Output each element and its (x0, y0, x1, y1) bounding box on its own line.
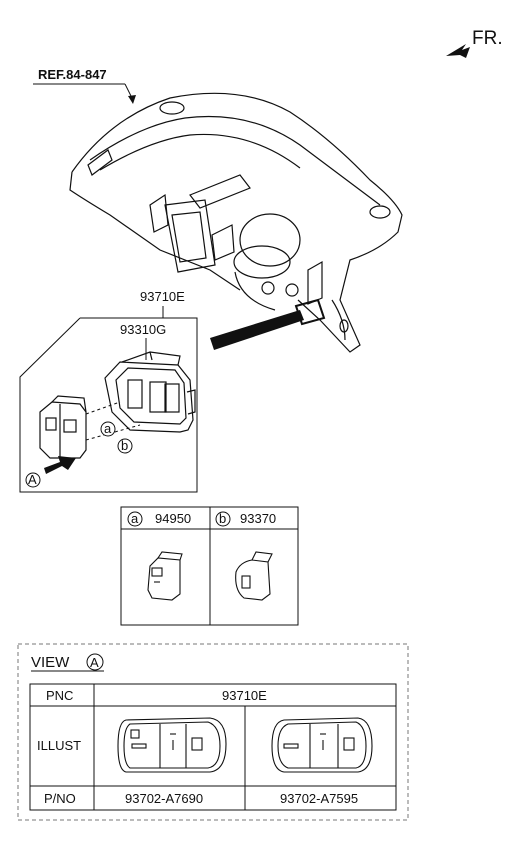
legend-b-part-number: 93370 (240, 511, 276, 526)
component-legend-table: a 94950 b 93370 (120, 506, 299, 626)
callout-b: b (117, 438, 133, 454)
callout-a: a (100, 421, 116, 437)
switch-module-illustration (39, 395, 87, 459)
view-a-marker: A (25, 456, 76, 488)
front-direction-label: FR. (472, 28, 503, 49)
component-b-illustration (235, 551, 273, 601)
view-a-marker-letter: A (28, 472, 37, 487)
pno-value-2: 93702-A7595 (280, 791, 358, 806)
pno-header: P/NO (44, 791, 76, 806)
switch-variant-1-illustration (117, 717, 227, 773)
legend-b-letter: b (219, 511, 226, 526)
switch-variant-2-illustration (271, 717, 373, 773)
legend-a-letter: a (131, 511, 139, 526)
front-arrow-icon (446, 44, 470, 58)
switch-housing-part-number: 93310G (120, 322, 166, 337)
component-a-illustration (147, 551, 183, 601)
switch-housing-illustration (104, 351, 196, 433)
view-a-panel: VIEW A PNC 93710E ILLUST P/NO 93702-A769… (17, 643, 409, 821)
dashboard-illustration (69, 92, 403, 353)
legend-a-part-number: 94950 (155, 511, 191, 526)
view-label: VIEW (31, 654, 70, 671)
pnc-header: PNC (46, 688, 73, 703)
view-direction-arrow-icon (44, 456, 76, 474)
view-label-letter: A (90, 655, 99, 670)
illust-header: ILLUST (37, 738, 81, 753)
front-direction-indicator: FR. (446, 28, 503, 58)
part-info-table: PNC 93710E ILLUST P/NO 93702-A7690 93702… (29, 683, 397, 811)
reference-label: REF.84-847 (38, 67, 107, 82)
detail-leader-wedge (210, 310, 304, 350)
assembly-part-number: 93710E (140, 289, 185, 304)
pno-value-1: 93702-A7690 (125, 791, 203, 806)
callout-a-letter: a (104, 421, 112, 436)
assembly-inset-frame (19, 317, 198, 493)
reference-callout: REF.84-847 (33, 67, 136, 104)
pnc-value: 93710E (222, 688, 267, 703)
callout-b-letter: b (121, 438, 128, 453)
